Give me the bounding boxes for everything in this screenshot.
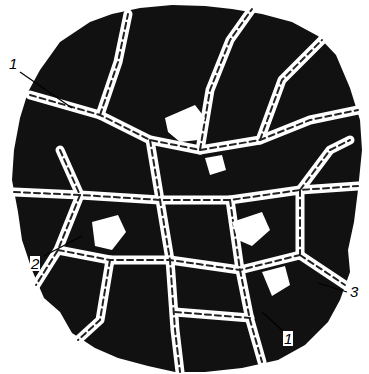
callout-number: 1: [8, 56, 18, 71]
aggregate-body: [12, 5, 362, 372]
bond-cracks: [14, 9, 358, 372]
callout-number: 2: [30, 256, 40, 271]
callout-number: 1: [283, 331, 293, 346]
pores: [92, 105, 290, 296]
leader-lines: [20, 72, 347, 331]
callout-number: 3: [349, 284, 359, 299]
